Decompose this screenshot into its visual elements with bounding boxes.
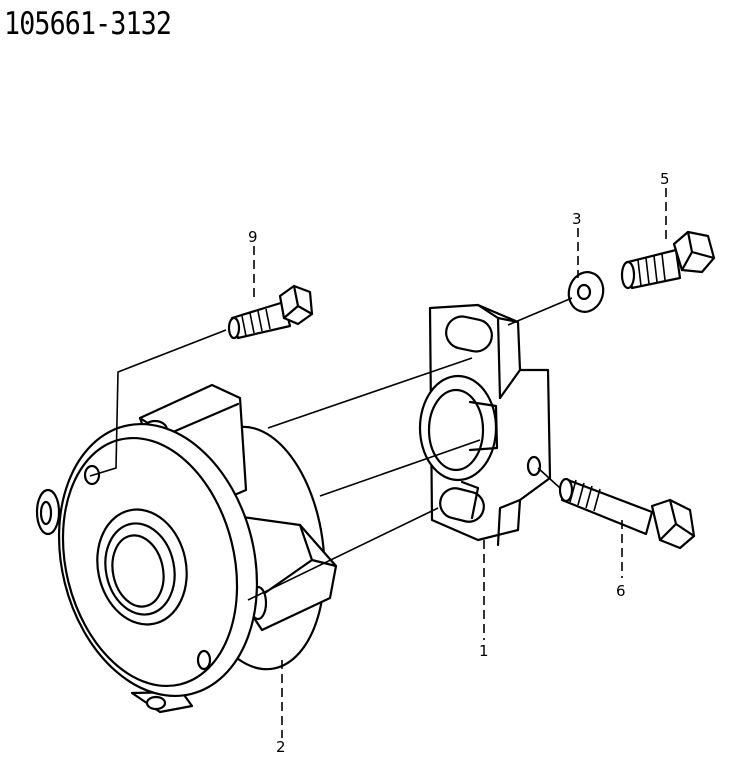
callout-3: 3	[572, 210, 582, 228]
diagram-title: 105661-3132	[4, 6, 172, 42]
bolt-part-6	[558, 477, 696, 550]
assembly-center-lines	[89, 297, 573, 601]
callout-9: 9	[248, 228, 258, 246]
housing-part-2	[35, 383, 338, 714]
callout-6: 6	[616, 582, 626, 600]
callout-1: 1	[479, 642, 489, 660]
callout-5: 5	[660, 170, 670, 188]
washer-part-3	[567, 271, 605, 313]
leader-lines	[253, 188, 667, 738]
bracket-part-1	[418, 303, 552, 547]
callout-2: 2	[276, 738, 286, 756]
bolt-part-9	[227, 284, 314, 340]
bolt-part-5	[620, 230, 716, 290]
